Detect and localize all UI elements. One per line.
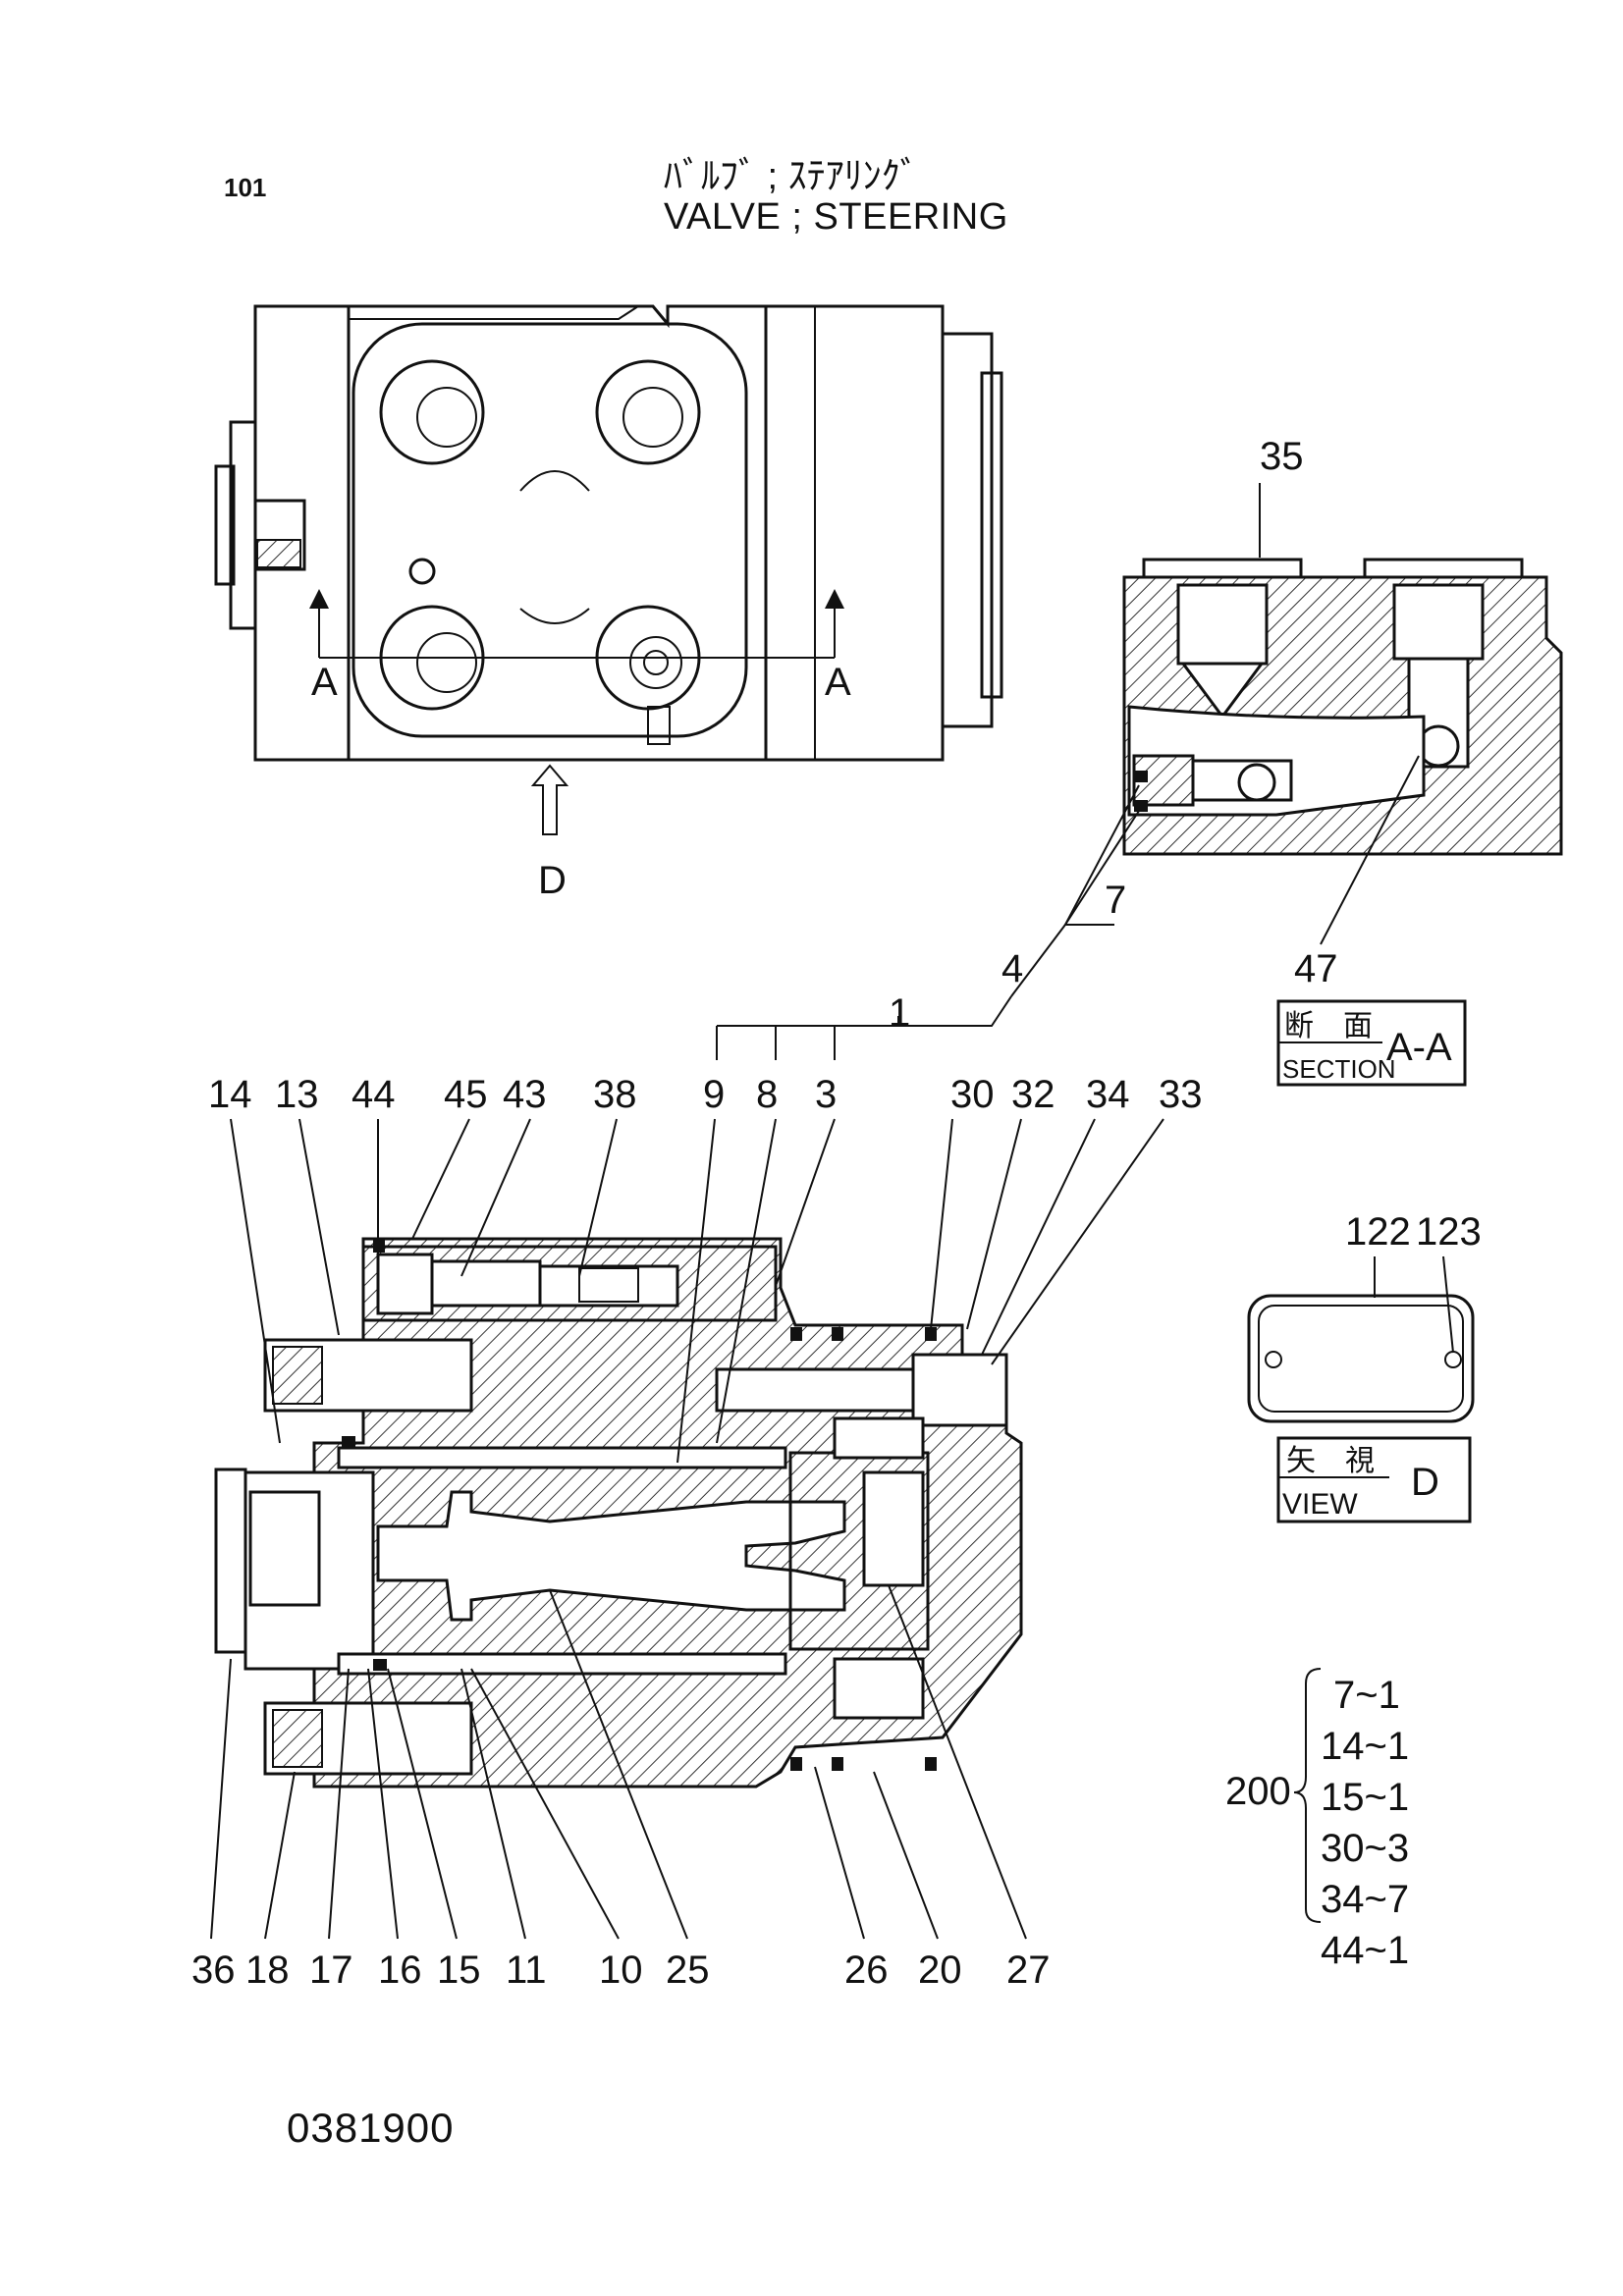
- page-number: 101: [224, 173, 267, 202]
- section-aa-caption: 断 面 SECTION A-A: [1276, 999, 1467, 1087]
- callout-122: 122: [1345, 1210, 1411, 1254]
- kit-item-6: 44~1: [1321, 1929, 1409, 1972]
- kit-item-3: 15~1: [1321, 1776, 1409, 1819]
- callout-45: 45: [444, 1073, 488, 1116]
- callout-27: 27: [1006, 1949, 1051, 1992]
- callout-30: 30: [950, 1073, 995, 1116]
- view-d-plate: [1247, 1294, 1475, 1423]
- bottom-callouts: 36 18 17 16 15 11 10 25 26 20 27: [191, 1949, 1051, 1992]
- callout-9: 9: [703, 1073, 725, 1116]
- main-section-view: [214, 1237, 1023, 1789]
- callout-7: 7: [1105, 879, 1126, 922]
- callout-26: 26: [844, 1949, 889, 1992]
- kit-item-2: 14~1: [1321, 1725, 1409, 1768]
- view-d-caption: 矢 視 VIEW D: [1276, 1436, 1472, 1523]
- top-view: [214, 304, 1003, 835]
- callout-3: 3: [815, 1073, 837, 1116]
- top-callouts: 14 13 44 45 43 38 9 8 3 30 32 34 33: [208, 1073, 1203, 1116]
- section-caption-jp: 断 面: [1284, 1010, 1373, 1042]
- callout-20: 20: [918, 1949, 962, 1992]
- section-mark-right: A: [825, 661, 851, 704]
- view-arrow-label: D: [538, 859, 567, 902]
- callout-25: 25: [666, 1949, 710, 1992]
- callout-11: 11: [506, 1949, 547, 1992]
- kit-list: 200 7~1 14~1 15~1 30~3 34~7 44~1: [1225, 1668, 1409, 1972]
- kit-item-4: 30~3: [1321, 1827, 1409, 1870]
- section-caption-en: SECTION: [1282, 1054, 1396, 1084]
- kit-item-1: 7~1: [1333, 1674, 1400, 1717]
- callout-32: 32: [1011, 1073, 1055, 1116]
- title-japanese: ﾊﾞﾙﾌﾞ ; ｽﾃｱﾘﾝｸﾞ: [664, 156, 919, 197]
- kit-item-5: 34~7: [1321, 1878, 1409, 1921]
- callout-1: 1: [889, 991, 910, 1035]
- callout-43: 43: [503, 1073, 547, 1116]
- callout-44: 44: [352, 1073, 396, 1116]
- callout-47: 47: [1294, 947, 1338, 990]
- view-caption-jp: 矢 視: [1286, 1445, 1375, 1477]
- callout-33: 33: [1159, 1073, 1203, 1116]
- kit-number: 200: [1225, 1770, 1291, 1813]
- title-english: VALVE ; STEERING: [664, 196, 1008, 238]
- callout-8: 8: [756, 1073, 778, 1116]
- callout-18: 18: [245, 1949, 290, 1992]
- callout-123: 123: [1416, 1210, 1482, 1254]
- callout-36: 36: [191, 1949, 236, 1992]
- callout-14: 14: [208, 1073, 252, 1116]
- view-caption-en: VIEW: [1282, 1488, 1358, 1521]
- callout-15: 15: [437, 1949, 481, 1992]
- callout-34: 34: [1086, 1073, 1130, 1116]
- callout-16: 16: [378, 1949, 422, 1992]
- view-caption-mark: D: [1411, 1461, 1439, 1504]
- section-aa-view: [1122, 558, 1563, 856]
- drawing-number: 0381900: [287, 2105, 455, 2151]
- callout-17: 17: [309, 1949, 353, 1992]
- callout-38: 38: [593, 1073, 637, 1116]
- callout-10: 10: [599, 1949, 643, 1992]
- callout-35: 35: [1260, 435, 1304, 478]
- callout-13: 13: [275, 1073, 319, 1116]
- section-mark-left: A: [311, 661, 338, 704]
- section-caption-mark: A-A: [1386, 1026, 1452, 1069]
- callout-4: 4: [1001, 947, 1023, 990]
